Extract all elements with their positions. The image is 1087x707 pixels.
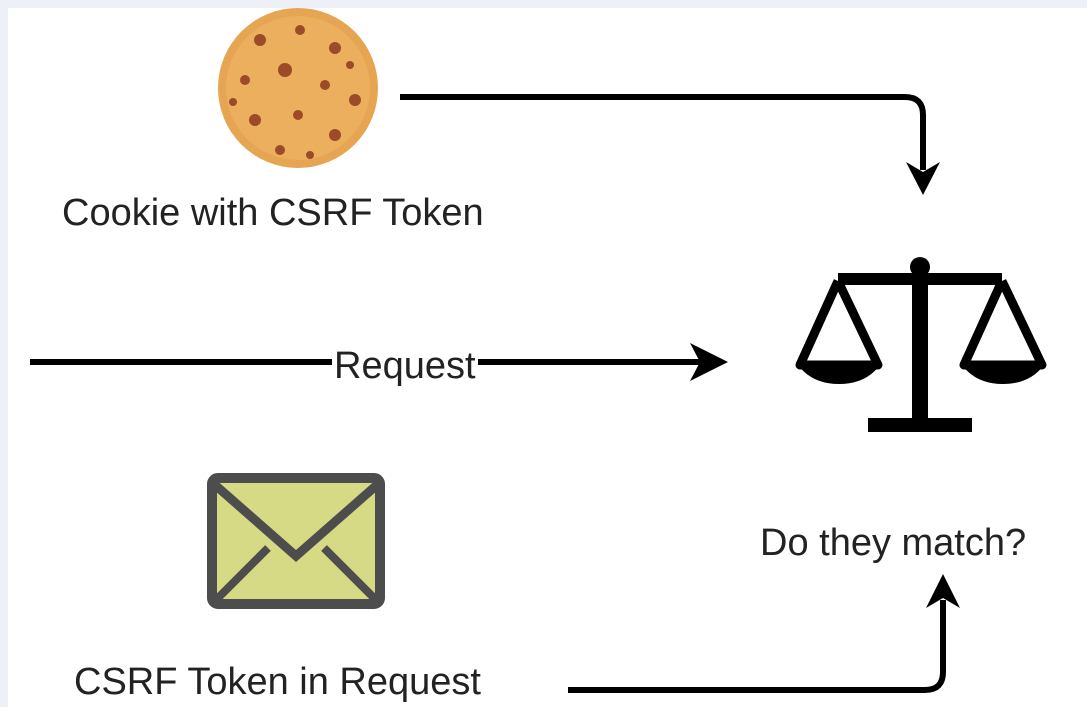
request-label: Request xyxy=(332,345,478,387)
cookie-label: Cookie with CSRF Token xyxy=(62,192,484,234)
match-question-label: Do they match? xyxy=(760,522,1027,564)
cookie-to-scales-arrow xyxy=(400,94,940,195)
scales-icon xyxy=(795,257,1047,432)
token-to-match-arrow xyxy=(568,574,960,693)
frame-border-top xyxy=(0,0,1087,8)
envelope-icon xyxy=(207,473,385,609)
frame-border-left xyxy=(0,0,8,707)
cookie-icon xyxy=(218,8,378,168)
token-in-request-label: CSRF Token in Request xyxy=(74,661,481,703)
